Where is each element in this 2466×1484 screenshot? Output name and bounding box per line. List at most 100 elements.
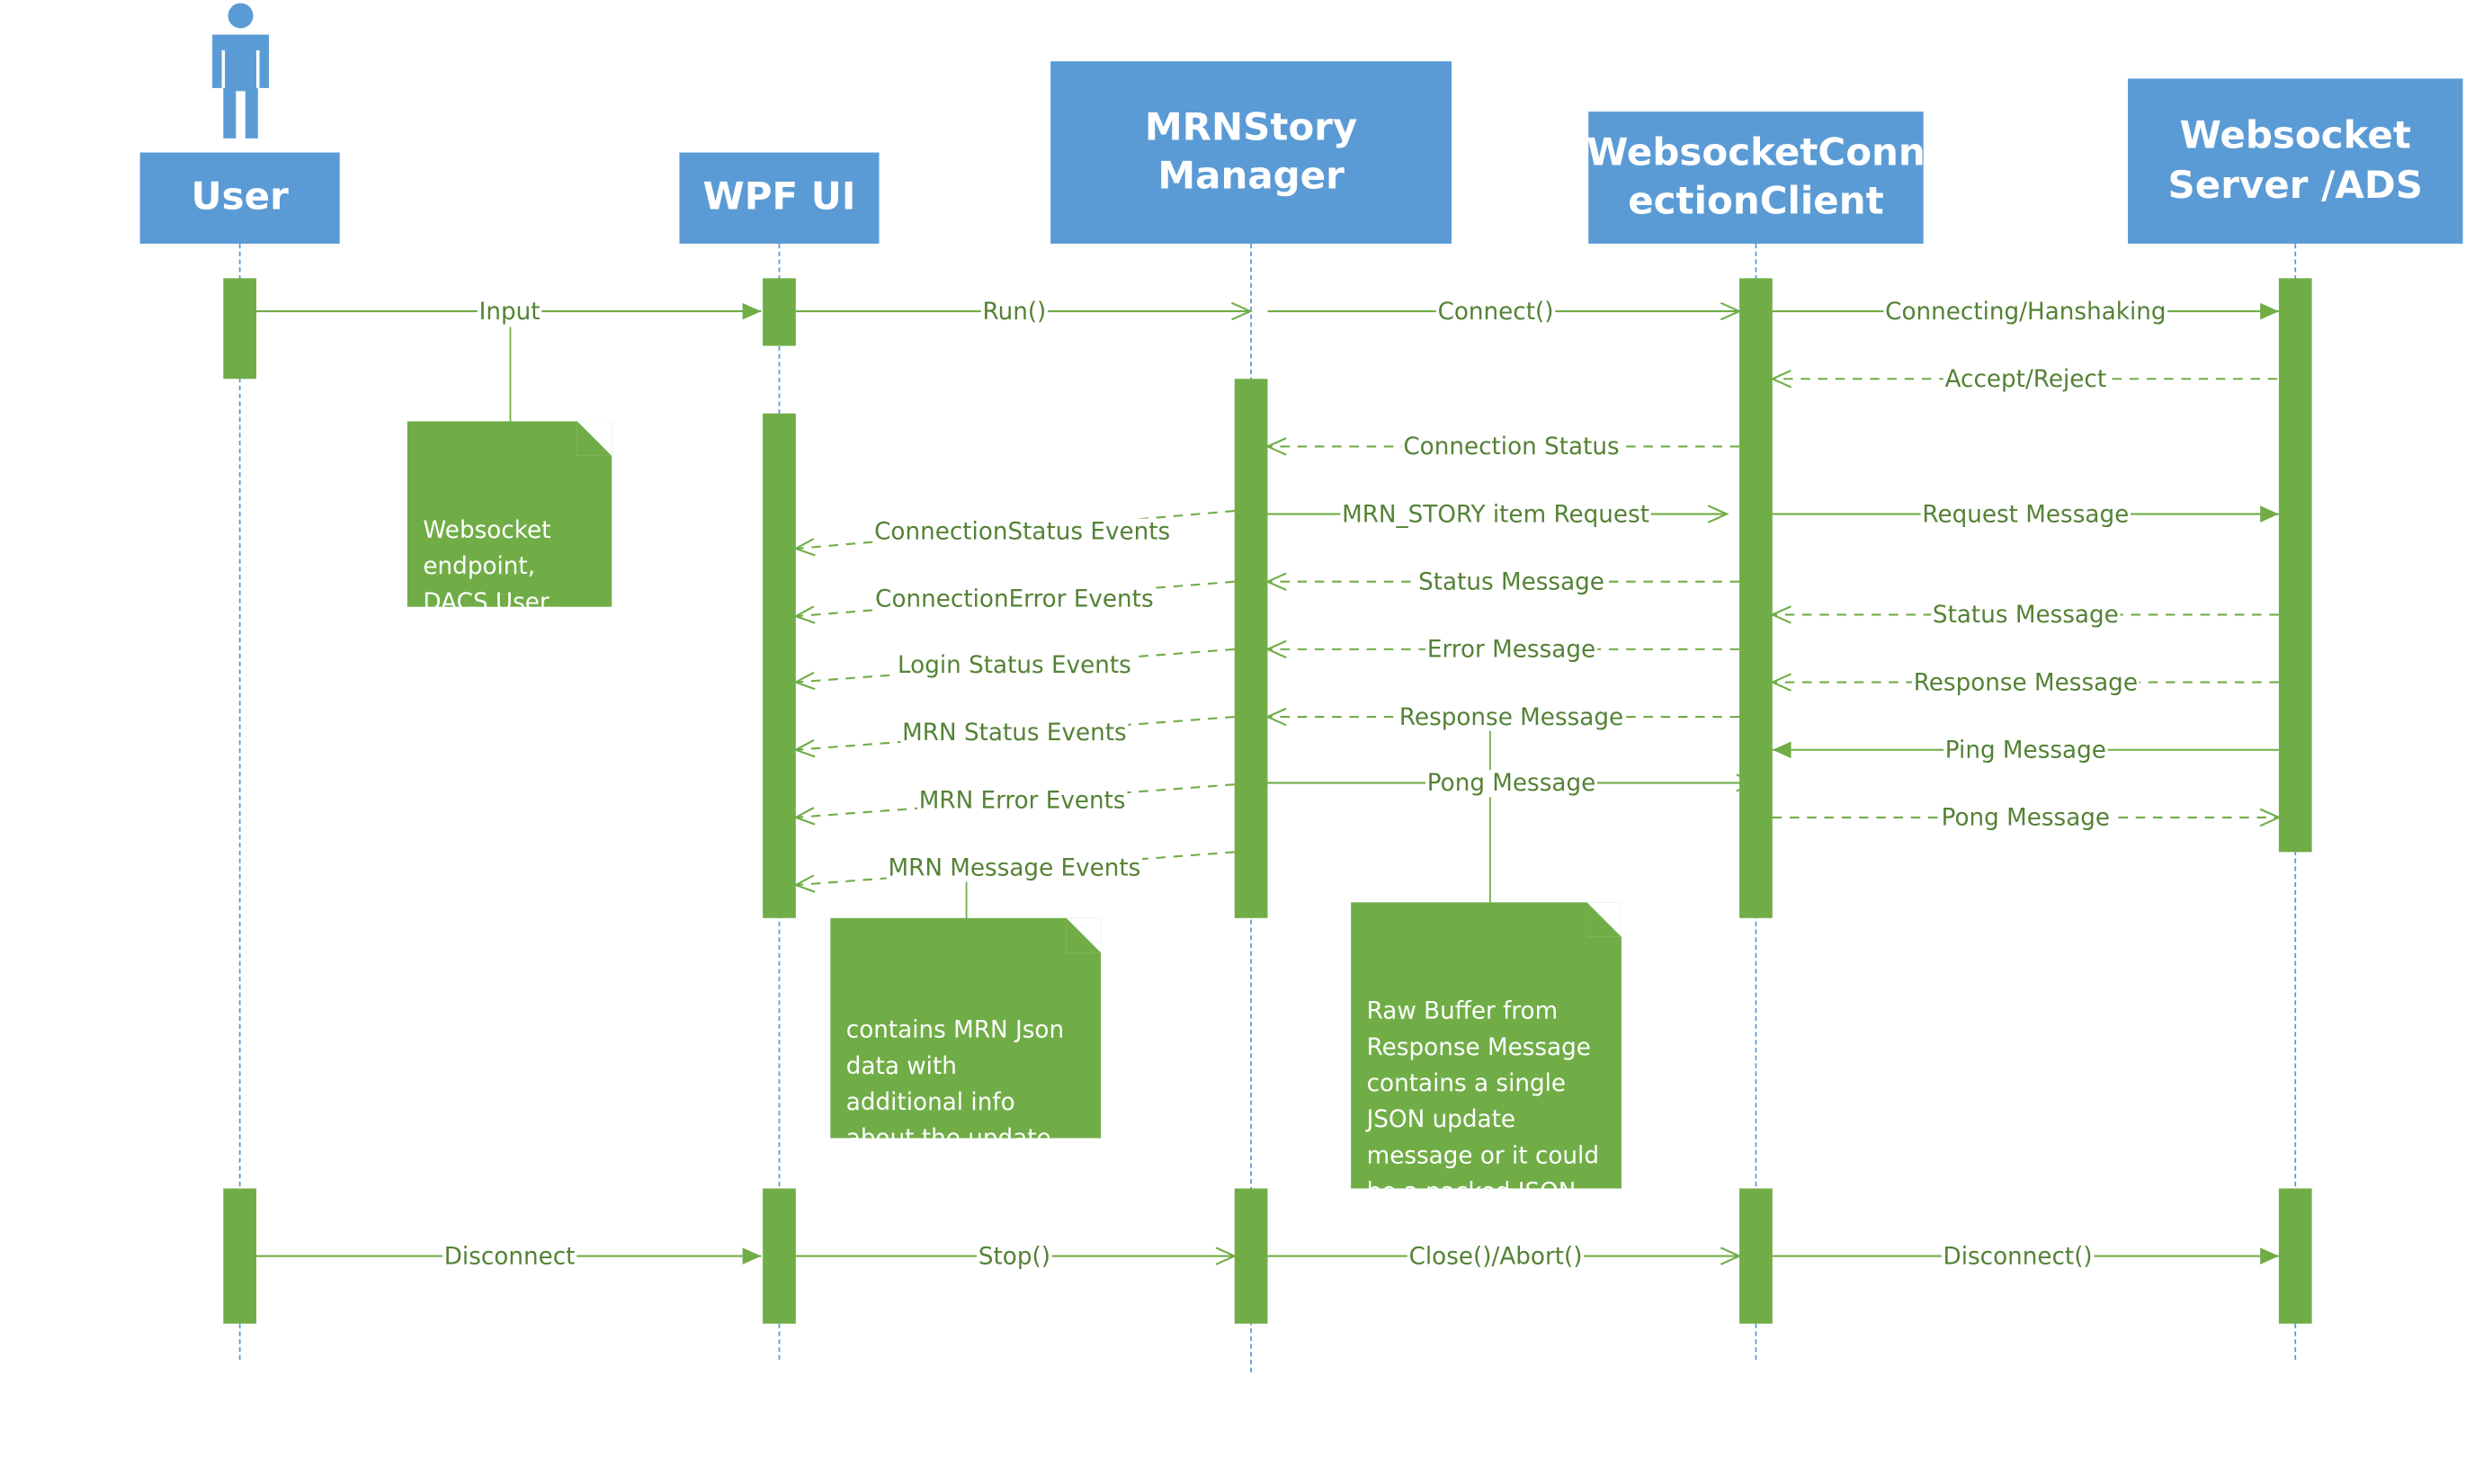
participant-websocket-server-ads-label: Websocket Server /ADS [2167,113,2423,207]
arrow-head [1720,1247,1742,1265]
arrow-head [793,605,816,624]
arrow-head [2260,302,2279,320]
activation-bar [223,278,257,380]
message-label: Login Status Events [898,652,1131,679]
message-label: Status Message [1418,568,1604,595]
message-arrow: Status Message [1770,602,2279,630]
participant-websocket-connection-client: WebsocketConn ectionClient [1586,112,1925,244]
participant-mrnstory-manager-label: MRNStory Manager [1144,104,1358,199]
message-label-background [1435,298,1556,326]
arrow-head [1264,572,1287,591]
message-label-background [1883,298,2168,326]
message-label-background [1911,669,2140,697]
arrow-head [1264,707,1287,727]
arrow-head [793,739,816,758]
message-label-background [980,298,1049,326]
message-label: Connect() [1438,299,1554,326]
message-arrow: Status Message [1264,568,1740,596]
message-arrow: Close()/Abort() [1267,1243,1742,1271]
message-arrow: Run() [795,298,1253,326]
activation-bar [763,413,796,918]
activation-bar [763,278,796,346]
message-arrow: Accept/Reject [1770,365,2295,393]
message-arrow: Connect() [1267,298,1742,326]
message-arrow: Response Message [1264,703,1740,731]
arrow-head [793,807,816,826]
message-label-background [900,720,1129,747]
message-label-background [1943,365,2108,393]
message-arrow: Connection Status [1264,434,1740,461]
message-label: Stop() [978,1243,1050,1270]
activation-bar [1739,278,1773,918]
arrow-head [1215,1247,1237,1265]
message-arrow: Response Message [1770,669,2279,697]
message-label: Pong Message [1427,770,1595,797]
message-label: Accept/Reject [1945,366,2107,393]
note-fold [1066,917,1102,953]
message-arrow: MRN Status Events [793,715,1235,758]
message-label-background [1416,568,1606,596]
arrow-head [1264,639,1287,659]
note-fold [1586,902,1622,937]
message-label: Close()/Abort() [1409,1243,1583,1270]
message-arrow: Stop() [795,1243,1237,1271]
message-label-background [1340,501,1651,529]
message-label-background [1941,1243,2095,1271]
message-arrow: Connecting/Hanshaking [1772,298,2279,326]
message-arrow: Request Message [1772,501,2279,529]
message-arrow: Ping Message [1772,737,2279,764]
message-arrow: Pong Message [1267,770,1758,798]
activation-bar [2278,1188,2312,1324]
message-arrow: MRN Message Events [793,851,1235,893]
message-label-background [1939,804,2112,832]
message-arrow: Login Status Events [793,648,1235,691]
arrow-head [2260,505,2279,523]
message-label-background [896,652,1133,680]
message-label: Request Message [1922,501,2129,528]
message-line [795,715,1235,751]
arrow-head [742,302,762,320]
message-label: MRN_STORY item Request [1342,501,1649,528]
message-label-background [477,298,542,326]
message-label: Ping Message [1945,737,2106,764]
message-label: Input [479,299,541,326]
note-fold [576,421,612,456]
message-arrow: MRN Error Events [793,783,1235,826]
lifeline-user [238,243,241,1360]
message-arrow: Input [256,298,762,326]
message-arrow: Disconnect() [1772,1243,2279,1271]
note-input-text: Websocket endpoint, DACS User, AppId,Pos… [423,515,585,653]
note-mrn-json-text: contains MRN Json data with additional i… [845,1015,1065,1189]
message-label-background [1407,1243,1585,1271]
message-arrow: ConnectionError Events [793,580,1235,624]
message-arrow: Error Message [1264,636,1740,664]
message-label: Response Message [1399,704,1623,731]
message-label: Connection Status [1403,434,1619,460]
message-label-background [442,1243,577,1271]
message-label: ConnectionStatus Events [874,519,1170,546]
arrow-head [1231,301,1253,321]
message-label-background [873,586,1156,613]
participant-user: User [139,152,340,244]
message-label: ConnectionError Events [875,586,1153,613]
message-line [795,851,1235,887]
message-label: Connecting/Hanshaking [1885,299,2166,326]
message-label-background [1398,703,1625,731]
arrow-head [1770,673,1791,692]
note-connector [1489,729,1491,903]
participant-user-label: User [191,174,289,219]
message-label-background [1920,501,2131,529]
activation-bar [1234,1188,1268,1324]
participant-wpf-ui: WPF UI [679,152,880,244]
arrow-head [1264,437,1287,456]
message-label-background [886,854,1143,882]
message-label: Disconnect() [1943,1243,2093,1270]
participant-websocket-connection-client-label: WebsocketConn ectionClient [1586,130,1925,224]
message-label-background [1931,602,2121,630]
note-raw-buffer-text: Raw Buffer from Response Message contain… [1366,997,1599,1242]
message-arrow: Pong Message [1772,804,2282,832]
message-label-background [1425,770,1598,798]
arrow-head [2260,1247,2279,1265]
activation-bar [763,1188,796,1324]
